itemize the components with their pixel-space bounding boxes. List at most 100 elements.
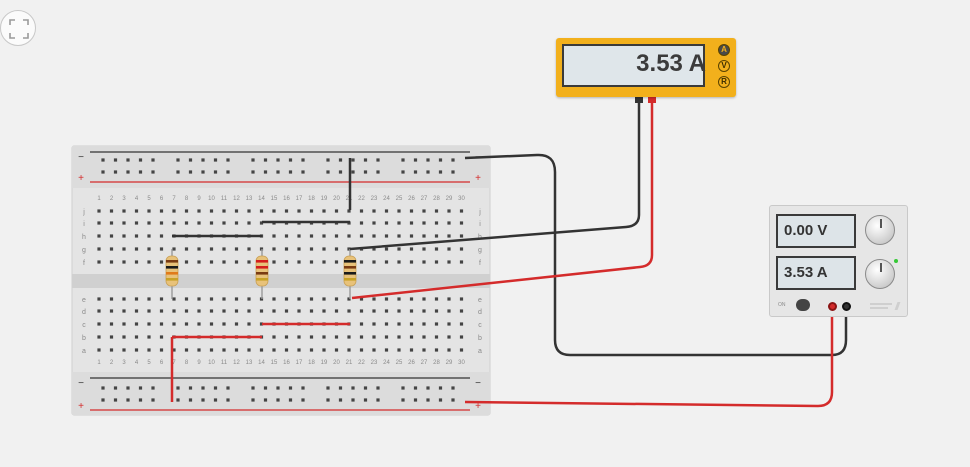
breadboard-hole[interactable]: [209, 209, 214, 213]
breadboard-hole[interactable]: [247, 348, 251, 352]
breadboard-hole[interactable]: [347, 209, 351, 213]
breadboard-hole[interactable]: [438, 158, 443, 162]
breadboard-hole[interactable]: [147, 247, 151, 251]
breadboard-hole[interactable]: [359, 234, 364, 238]
breadboard-hole[interactable]: [334, 335, 339, 339]
breadboard-hole[interactable]: [397, 322, 401, 326]
breadboard-hole[interactable]: [109, 247, 114, 251]
breadboard-hole[interactable]: [276, 386, 280, 390]
breadboard-hole[interactable]: [301, 170, 305, 174]
breadboard-hole[interactable]: [422, 260, 426, 264]
meter-probe-black[interactable]: [635, 95, 643, 103]
breadboard-hole[interactable]: [459, 322, 464, 326]
breadboard-hole[interactable]: [209, 260, 214, 264]
breadboard-hole[interactable]: [184, 348, 189, 352]
breadboard-hole[interactable]: [184, 322, 189, 326]
breadboard-hole[interactable]: [97, 234, 101, 238]
current-knob[interactable]: [865, 259, 895, 289]
breadboard-hole[interactable]: [284, 348, 289, 352]
breadboard-hole[interactable]: [159, 260, 164, 264]
breadboard-hole[interactable]: [338, 158, 343, 162]
breadboard-hole[interactable]: [359, 335, 364, 339]
breadboard-hole[interactable]: [451, 398, 455, 402]
breadboard-hole[interactable]: [234, 322, 239, 326]
breadboard-hole[interactable]: [284, 335, 289, 339]
breadboard-hole[interactable]: [134, 309, 139, 313]
breadboard-hole[interactable]: [226, 386, 230, 390]
breadboard-hole[interactable]: [176, 386, 180, 390]
breadboard-hole[interactable]: [201, 398, 205, 402]
breadboard-hole[interactable]: [272, 309, 276, 313]
breadboard-hole[interactable]: [209, 322, 214, 326]
breadboard-hole[interactable]: [322, 234, 326, 238]
breadboard-hole[interactable]: [197, 322, 201, 326]
breadboard-hole[interactable]: [101, 398, 105, 402]
breadboard-hole[interactable]: [434, 221, 439, 225]
breadboard-hole[interactable]: [263, 398, 268, 402]
breadboard-hole[interactable]: [101, 386, 105, 390]
breadboard-hole[interactable]: [251, 170, 255, 174]
breadboard-hole[interactable]: [134, 260, 139, 264]
breadboard-hole[interactable]: [422, 209, 426, 213]
breadboard-hole[interactable]: [422, 221, 426, 225]
breadboard-hole[interactable]: [247, 209, 251, 213]
breadboard-hole[interactable]: [234, 309, 239, 313]
breadboard-hole[interactable]: [213, 386, 218, 390]
breadboard-hole[interactable]: [372, 309, 376, 313]
breadboard-hole[interactable]: [172, 221, 176, 225]
breadboard-hole[interactable]: [247, 247, 251, 251]
resistor-3[interactable]: [343, 249, 357, 299]
breadboard-hole[interactable]: [297, 335, 301, 339]
breadboard-hole[interactable]: [447, 221, 451, 225]
breadboard-hole[interactable]: [459, 234, 464, 238]
breadboard-hole[interactable]: [284, 309, 289, 313]
breadboard-hole[interactable]: [138, 386, 143, 390]
breadboard-hole[interactable]: [234, 348, 239, 352]
breadboard-hole[interactable]: [384, 309, 389, 313]
breadboard-hole[interactable]: [459, 297, 464, 301]
mode-button-voltmeter[interactable]: V: [718, 60, 730, 72]
breadboard-hole[interactable]: [451, 158, 455, 162]
multimeter[interactable]: 3.53 A A V R: [556, 38, 736, 97]
breadboard-hole[interactable]: [447, 247, 451, 251]
breadboard-hole[interactable]: [334, 247, 339, 251]
breadboard-hole[interactable]: [222, 297, 226, 301]
breadboard-hole[interactable]: [159, 309, 164, 313]
breadboard-hole[interactable]: [188, 398, 193, 402]
breadboard-hole[interactable]: [222, 309, 226, 313]
breadboard-hole[interactable]: [272, 247, 276, 251]
breadboard-hole[interactable]: [138, 158, 143, 162]
breadboard-hole[interactable]: [151, 170, 155, 174]
breadboard-hole[interactable]: [263, 170, 268, 174]
breadboard-hole[interactable]: [247, 260, 251, 264]
breadboard-hole[interactable]: [363, 398, 368, 402]
breadboard-hole[interactable]: [184, 260, 189, 264]
breadboard-hole[interactable]: [359, 322, 364, 326]
breadboard-hole[interactable]: [159, 335, 164, 339]
breadboard-hole[interactable]: [284, 234, 289, 238]
breadboard-hole[interactable]: [447, 322, 451, 326]
breadboard-hole[interactable]: [376, 398, 380, 402]
breadboard-hole[interactable]: [101, 158, 105, 162]
breadboard-hole[interactable]: [147, 260, 151, 264]
breadboard-hole[interactable]: [259, 322, 264, 326]
breadboard-hole[interactable]: [197, 247, 201, 251]
breadboard-hole[interactable]: [447, 234, 451, 238]
breadboard-hole[interactable]: [397, 209, 401, 213]
breadboard-hole[interactable]: [97, 221, 101, 225]
breadboard-hole[interactable]: [372, 234, 376, 238]
breadboard-hole[interactable]: [297, 209, 301, 213]
breadboard-hole[interactable]: [447, 297, 451, 301]
breadboard-hole[interactable]: [309, 297, 314, 301]
breadboard-hole[interactable]: [409, 309, 414, 313]
breadboard-hole[interactable]: [426, 386, 430, 390]
breadboard-hole[interactable]: [384, 234, 389, 238]
breadboard-hole[interactable]: [409, 335, 414, 339]
breadboard-hole[interactable]: [172, 322, 176, 326]
breadboard-hole[interactable]: [309, 234, 314, 238]
breadboard-hole[interactable]: [172, 309, 176, 313]
breadboard-hole[interactable]: [284, 297, 289, 301]
breadboard-hole[interactable]: [184, 209, 189, 213]
resistor-1[interactable]: [165, 249, 179, 299]
